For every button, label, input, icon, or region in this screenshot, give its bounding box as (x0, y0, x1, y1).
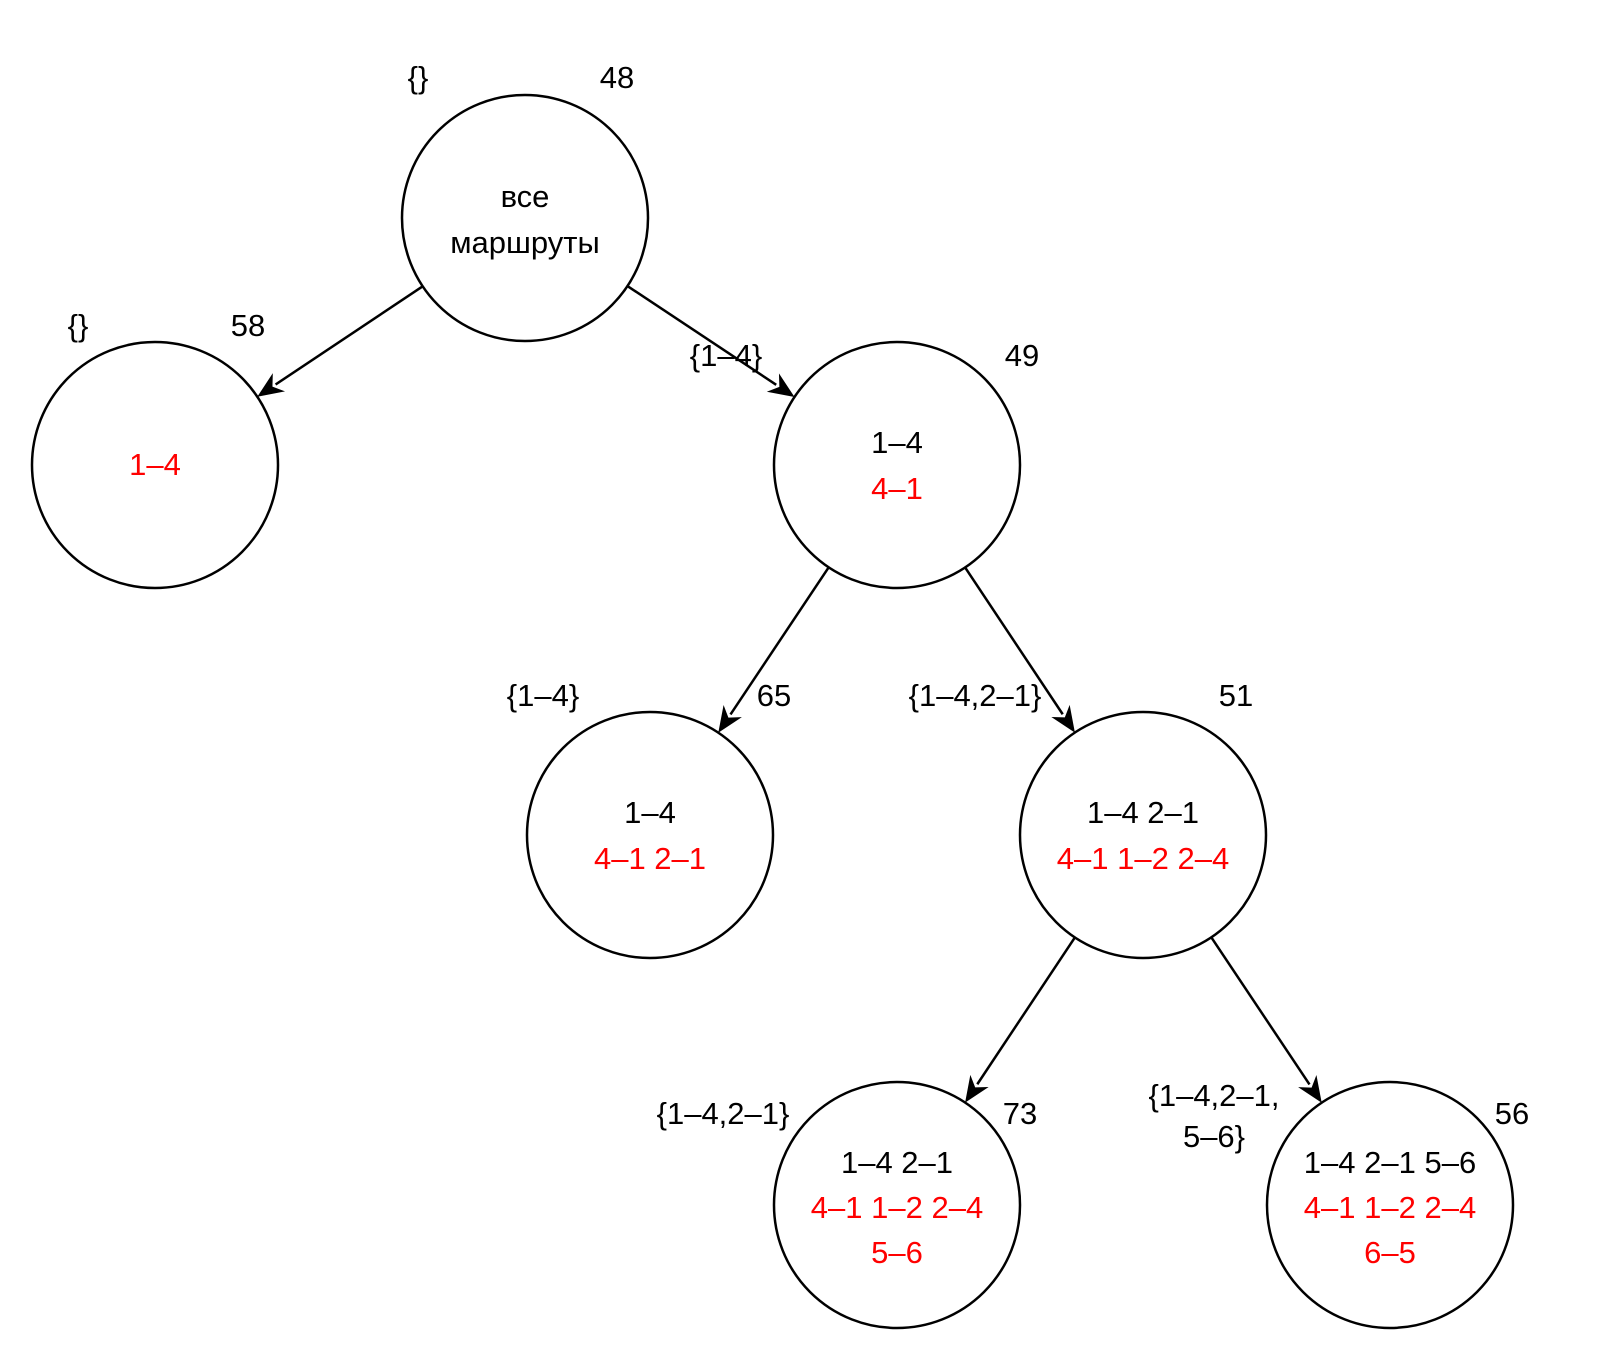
node-48-line-1: все (501, 179, 550, 214)
node-56-red-line-2: 6–5 (1364, 1235, 1416, 1270)
edge-n49-n51 (964, 566, 1064, 715)
node-49-line-1: 1–4 (871, 425, 923, 460)
node-73-red-line-1: 4–1 1–2 2–4 (811, 1190, 983, 1225)
node-51-circle (1018, 710, 1268, 960)
node-48-value: 48 (600, 60, 634, 95)
node-49: 1–4 4–1 {1–4} 49 (690, 338, 1039, 590)
arrowhead-n51-n56 (1298, 1074, 1322, 1103)
node-56-line-1: 1–4 2–1 5–6 (1304, 1145, 1476, 1180)
edge-n49-n65 (729, 566, 830, 716)
arrowhead-n51-n73 (965, 1074, 989, 1103)
node-48-set-label: {} (408, 60, 429, 95)
node-56-set-label-line-1: {1–4,2–1, (1148, 1078, 1279, 1113)
node-65-red-line-1: 4–1 2–1 (594, 841, 706, 876)
node-65-value: 65 (757, 678, 791, 713)
node-48: все маршруты {} 48 (400, 60, 650, 343)
node-51-set-label: {1–4,2–1} (909, 678, 1042, 713)
node-48-circle (400, 93, 650, 343)
node-58-value: 58 (231, 308, 265, 343)
edge-n48-n58 (274, 285, 424, 386)
node-51-red-line-1: 4–1 1–2 2–4 (1057, 841, 1229, 876)
edge-n48-n49 (626, 284, 777, 386)
arrowhead-n49-n51 (1051, 704, 1075, 733)
node-49-set-label: {1–4} (690, 338, 762, 373)
node-65: 1–4 4–1 2–1 {1–4} 65 (507, 678, 791, 960)
node-58-circle (30, 340, 280, 590)
node-51-line-1: 1–4 2–1 (1087, 795, 1199, 830)
arrowhead-n48-n58 (257, 373, 286, 397)
arrowhead-n48-n49 (766, 373, 795, 397)
node-73-value: 73 (1003, 1096, 1037, 1131)
node-73-red-line-2: 5–6 (871, 1235, 923, 1270)
node-73-circle (772, 1080, 1022, 1330)
node-73-line-1: 1–4 2–1 (841, 1145, 953, 1180)
node-73: 1–4 2–1 4–1 1–2 2–4 5–6 {1–4,2–1} 73 (657, 1080, 1037, 1330)
edge-n51-n56 (1210, 936, 1311, 1086)
node-51: 1–4 2–1 4–1 1–2 2–4 {1–4,2–1} 51 (909, 678, 1268, 960)
node-56-value: 56 (1495, 1096, 1529, 1131)
edge-n51-n73 (976, 936, 1076, 1085)
node-56-circle (1265, 1080, 1515, 1330)
node-49-value: 49 (1005, 338, 1039, 373)
node-49-circle (772, 340, 1022, 590)
node-56: 1–4 2–1 5–6 4–1 1–2 2–4 6–5 {1–4,2–1, 5–… (1148, 1078, 1529, 1330)
node-49-red-line-1: 4–1 (871, 471, 923, 506)
node-56-red-line-1: 4–1 1–2 2–4 (1304, 1190, 1476, 1225)
node-58: 1–4 {} 58 (30, 308, 280, 590)
node-51-value: 51 (1219, 678, 1253, 713)
node-65-circle (525, 710, 775, 960)
node-56-set-label-line-2: 5–6} (1183, 1119, 1245, 1154)
node-48-line-2: маршруты (450, 225, 600, 260)
edges-group (257, 284, 1322, 1103)
node-65-set-label: {1–4} (507, 678, 579, 713)
node-65-line-1: 1–4 (624, 795, 676, 830)
node-58-set-label: {} (68, 308, 89, 343)
node-73-set-label: {1–4,2–1} (657, 1096, 790, 1131)
node-58-red-line-1: 1–4 (129, 447, 181, 482)
arrowhead-n49-n65 (718, 704, 742, 733)
